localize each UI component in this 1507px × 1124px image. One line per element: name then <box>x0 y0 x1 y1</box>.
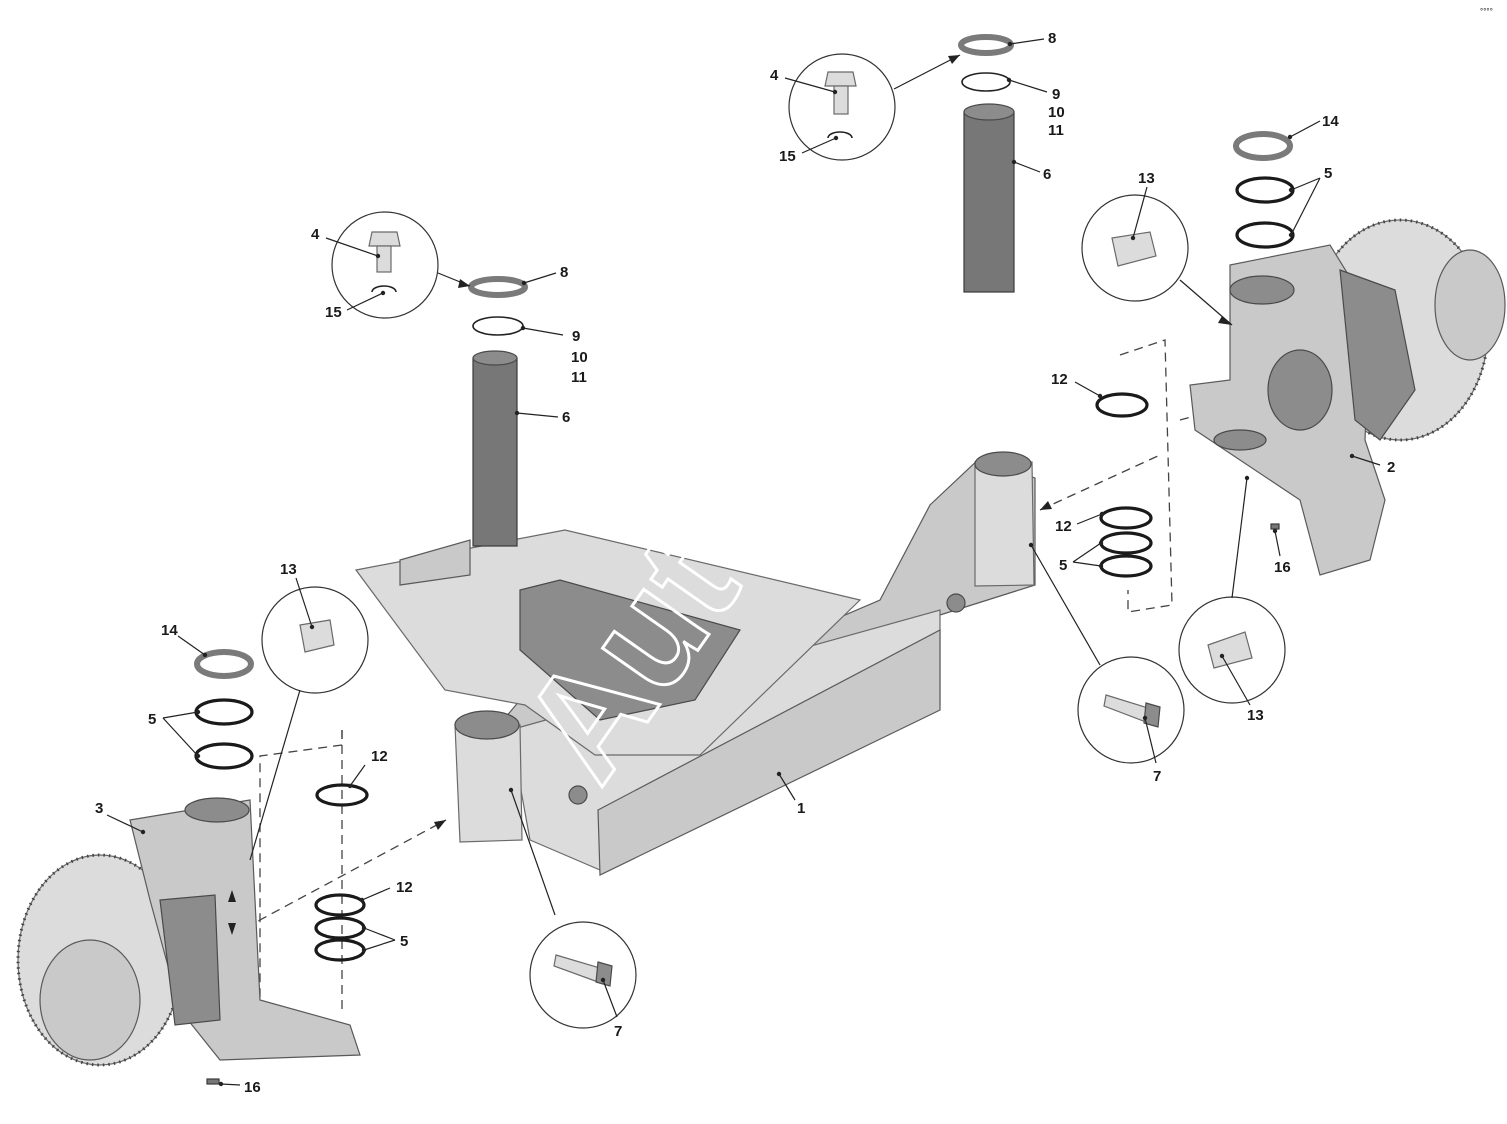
callout-8: 8 <box>1048 30 1056 47</box>
callout-12: 12 <box>371 748 388 765</box>
corner-mark: °°°° <box>1480 7 1493 16</box>
callout-7: 7 <box>614 1023 622 1040</box>
king-pin-right <box>963 103 1015 293</box>
callout-10: 10 <box>571 349 588 366</box>
detail-bolt-top-left <box>331 211 439 319</box>
detail-grease-nipple-right-top <box>1081 194 1189 302</box>
leader-lines <box>106 38 1381 1087</box>
axle-frame <box>354 451 1036 876</box>
callout-7: 7 <box>1153 768 1161 785</box>
right-steering-knuckle <box>1189 218 1506 576</box>
callout-5: 5 <box>1059 557 1067 574</box>
callout-5: 5 <box>1324 165 1332 182</box>
callout-12: 12 <box>1051 371 1068 388</box>
callout-6: 6 <box>1043 166 1051 183</box>
callout-13: 13 <box>1138 170 1155 187</box>
callout-12: 12 <box>396 879 413 896</box>
callout-12: 12 <box>1055 518 1072 535</box>
callout-11: 11 <box>571 369 587 386</box>
callout-5: 5 <box>148 711 156 728</box>
callout-8: 8 <box>560 264 568 281</box>
callout-15: 15 <box>779 148 796 165</box>
callout-13: 13 <box>1247 707 1264 724</box>
callout-14: 14 <box>161 622 178 639</box>
callout-15: 15 <box>325 304 342 321</box>
callout-3: 3 <box>95 800 103 817</box>
callout-6: 6 <box>562 409 570 426</box>
callout-10: 10 <box>1048 104 1065 121</box>
detail-screw-left <box>529 921 637 1029</box>
detail-bolt-top-right <box>788 53 896 161</box>
callout-5: 5 <box>400 933 408 950</box>
callout-labels: 1 2 3 4 4 5 5 5 5 6 6 7 7 8 8 9 9 10 10 … <box>95 7 1493 1096</box>
callout-9: 9 <box>572 328 580 345</box>
detail-screw-right <box>1077 656 1185 764</box>
detail-grease-nipple-right-bottom <box>1178 596 1286 704</box>
callout-4: 4 <box>770 67 779 84</box>
callout-2: 2 <box>1387 459 1395 476</box>
callout-16: 16 <box>244 1079 261 1096</box>
callout-13: 13 <box>280 561 297 578</box>
callout-9: 9 <box>1052 86 1060 103</box>
left-steering-knuckle <box>16 797 361 1067</box>
detail-grease-nipple-left <box>261 586 369 694</box>
callout-11: 11 <box>1048 122 1064 139</box>
callout-4: 4 <box>311 226 320 243</box>
king-pin-left <box>472 350 518 547</box>
callout-16: 16 <box>1274 559 1291 576</box>
callout-14: 14 <box>1322 113 1339 130</box>
callout-1: 1 <box>797 800 805 817</box>
